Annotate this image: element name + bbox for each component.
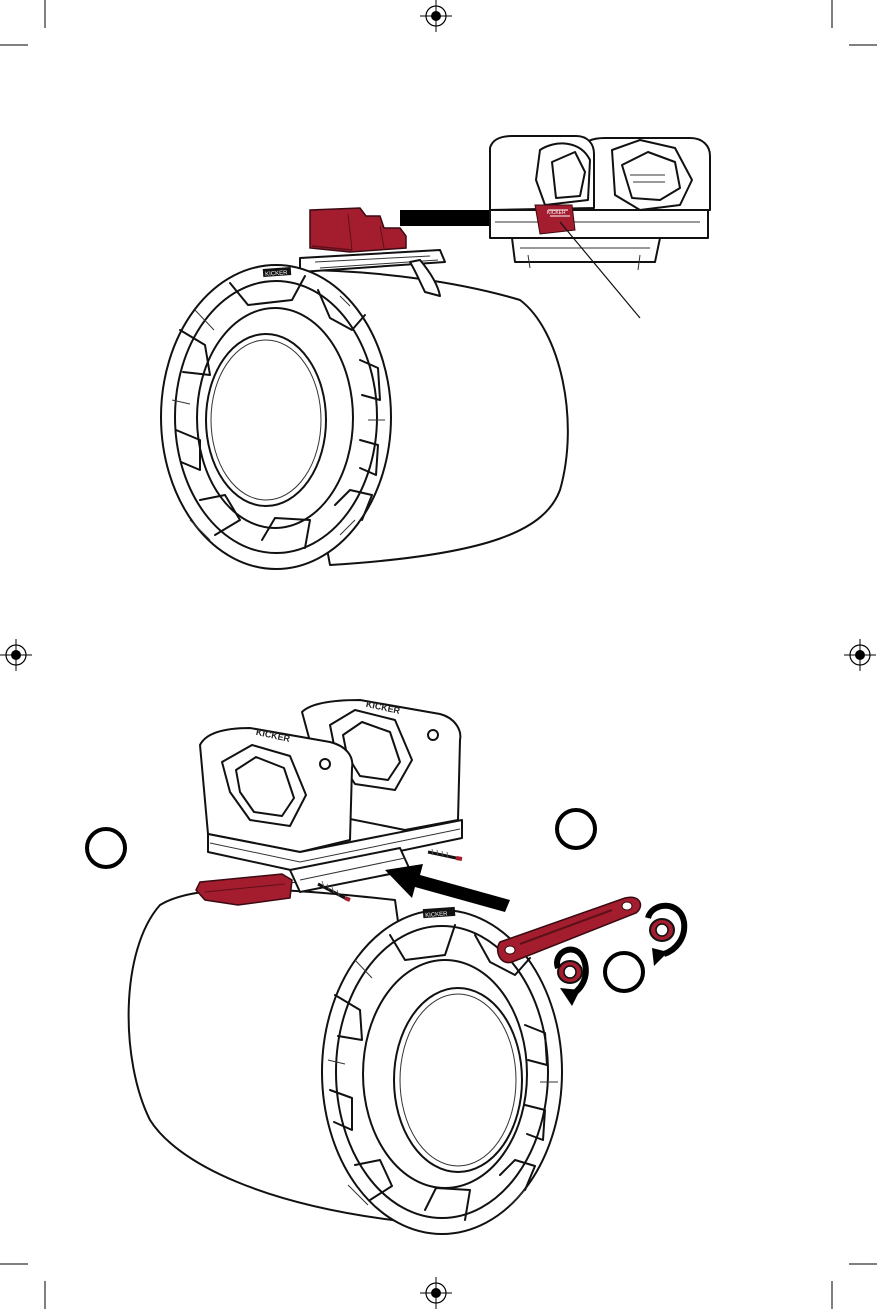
figure-1-tower-speaker-attach: KICKER: [161, 136, 710, 569]
slide-direction-arrow: [385, 864, 510, 912]
callout-circle-icon: [605, 953, 643, 991]
registration-mark-icon: [420, 0, 452, 32]
speaker-grille-front: KICKER: [161, 265, 391, 569]
callout-circle-icon: [557, 810, 595, 848]
thumb-knob-upper: [650, 919, 674, 941]
red-mounting-adapter: [310, 208, 406, 252]
figure-2-clamp-install: KICKER KICKER KICKER: [87, 699, 684, 1234]
registration-mark-icon: [0, 639, 32, 671]
registration-mark-icon: [844, 639, 876, 671]
tower-clamp-bracket-2: KICKER KICKER: [200, 699, 462, 892]
registration-mark-icon: [420, 1277, 452, 1309]
thumb-knob-lower: [558, 961, 582, 983]
callout-circle-icon: [87, 829, 125, 867]
bracket-label: KICKER: [547, 210, 566, 216]
red-locking-lever: [196, 874, 292, 905]
tower-clamp-bracket: KICKER: [490, 136, 710, 318]
